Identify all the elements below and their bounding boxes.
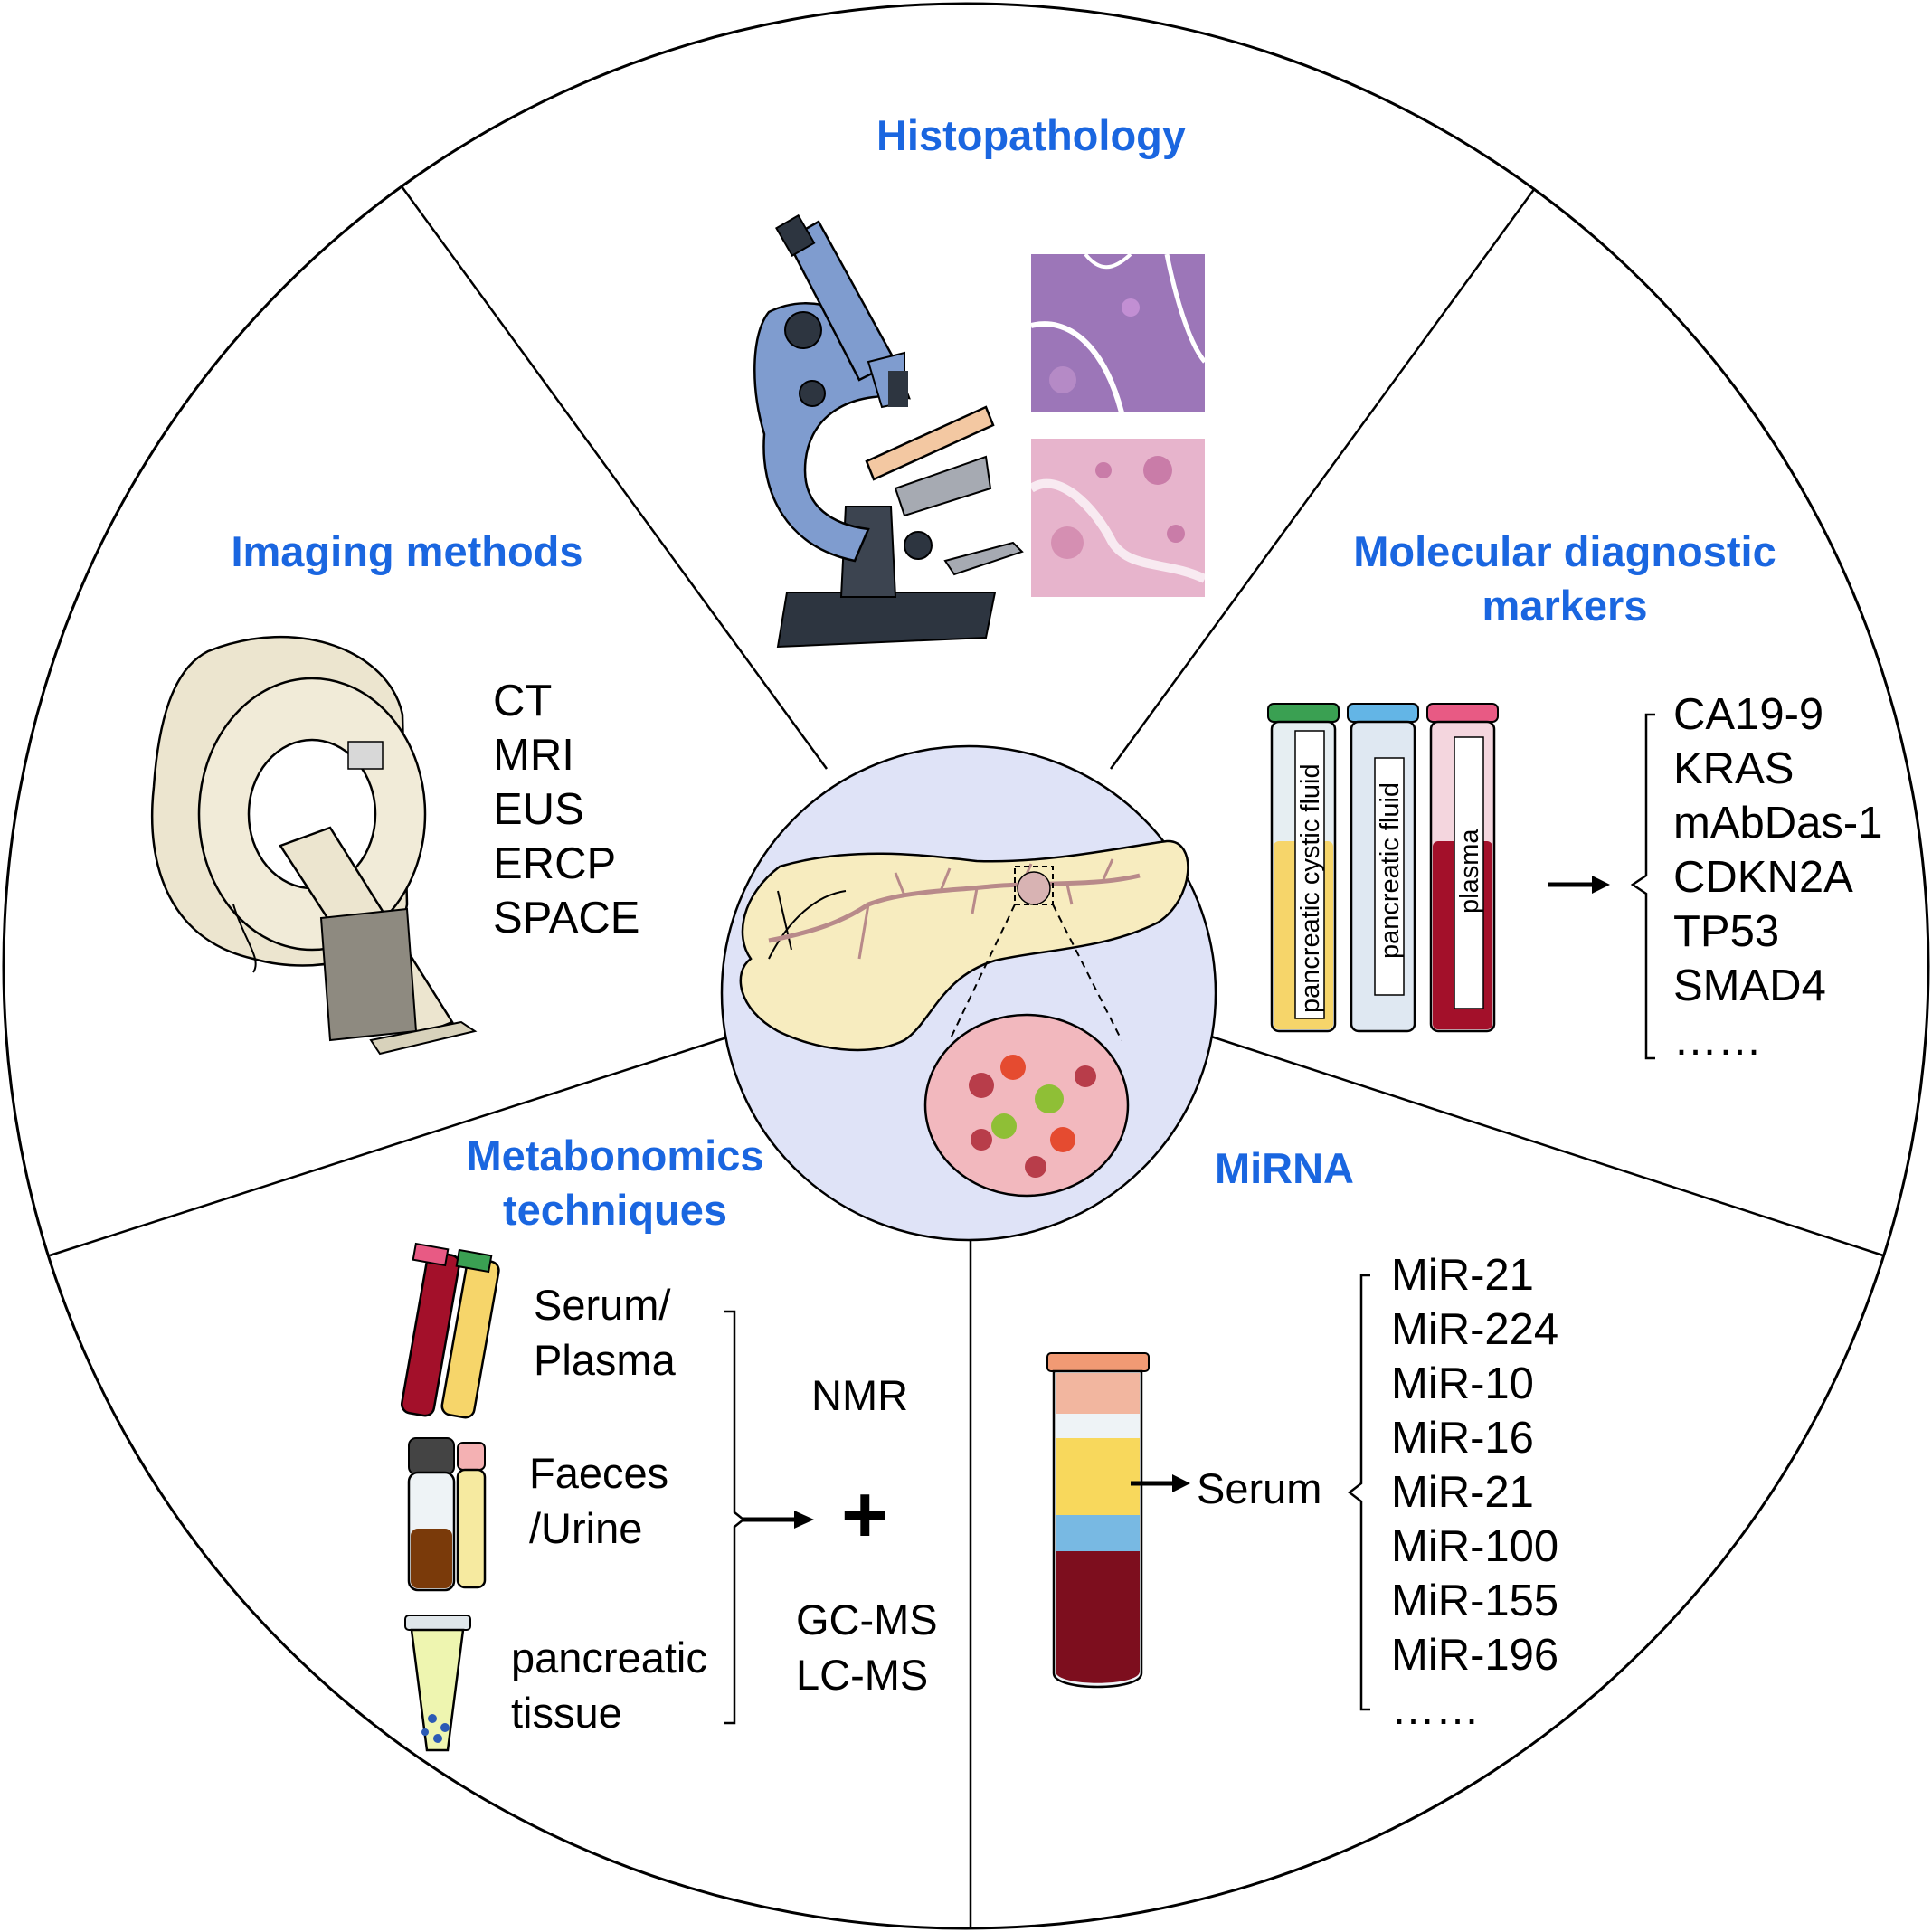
mirna-item: MiR-196 [1391, 1631, 1559, 1680]
histology-images [1031, 254, 1205, 597]
metabonomics-title-line1: Metabonomics [466, 1132, 764, 1179]
sample-pancreatic-tissue: pancreatic tissue [511, 1630, 707, 1740]
imaging-item: ERCP [493, 839, 617, 888]
metabonomics-samples [400, 1242, 814, 1752]
sample-serum-plasma: Serum/ Plasma [534, 1277, 676, 1387]
sample-line: /Urine [529, 1504, 643, 1552]
pancreas-illustration [720, 744, 1217, 1242]
imaging-title: Imaging methods [231, 527, 583, 575]
imaging-item: CT [493, 677, 553, 725]
mri-scanner-illustration [150, 635, 478, 1056]
marker-item: …… [1673, 1016, 1762, 1065]
method-gc-lc-ms: GC-MS LC-MS [796, 1592, 938, 1702]
sample-line: Serum/ [534, 1281, 671, 1329]
tube-label-pancreatic-fluid: pancreatic fluid [1376, 782, 1405, 959]
imaging-item: MRI [493, 731, 574, 780]
plus-sign: + [841, 1470, 889, 1560]
mirna-item: MiR-224 [1391, 1305, 1559, 1354]
method-nmr: NMR [811, 1371, 909, 1419]
mirna-item: MiR-21 [1391, 1468, 1534, 1517]
method-line: GC-MS [796, 1596, 938, 1643]
histopathology-title: Histopathology [876, 111, 1187, 159]
molecular-title-line2: markers [1482, 582, 1648, 630]
molecular-markers-list: CA19-9 KRAS mAbDas-1 CDKN2A TP53 SMAD4 …… [1673, 687, 1882, 1067]
metabonomics-title-line2: techniques [502, 1186, 728, 1234]
molecular-title: Molecular diagnostic markers [1321, 525, 1809, 633]
molecular-tubes [1267, 703, 1655, 1060]
tube-label-cystic-fluid: pancreatic cystic fluid [1296, 763, 1325, 1013]
molecular-title-line1: Molecular diagnostic [1353, 527, 1776, 575]
marker-item: CA19-9 [1673, 690, 1824, 739]
marker-item: CDKN2A [1673, 853, 1853, 902]
marker-item: SMAD4 [1673, 961, 1826, 1010]
mirna-item: MiR-16 [1391, 1414, 1534, 1463]
imaging-item: SPACE [493, 894, 640, 942]
tube-label-plasma: plasma [1455, 829, 1484, 914]
mirna-item: …… [1391, 1685, 1480, 1734]
sample-line: Faeces [529, 1449, 669, 1497]
marker-item: KRAS [1673, 744, 1795, 793]
marker-item: mAbDas-1 [1673, 799, 1883, 848]
method-line: LC-MS [796, 1651, 929, 1699]
sample-faeces-urine: Faeces /Urine [529, 1445, 668, 1556]
sample-line: pancreatic [511, 1634, 707, 1681]
serum-label: Serum [1197, 1464, 1322, 1512]
sample-line: Plasma [534, 1336, 676, 1384]
mirna-list: MiR-21 MiR-224 MiR-10 MiR-16 MiR-21 MiR-… [1391, 1248, 1558, 1737]
imaging-methods-list: CT MRI EUS ERCP SPACE [493, 674, 639, 945]
mirna-item: MiR-100 [1391, 1522, 1559, 1571]
marker-item: TP53 [1673, 907, 1780, 956]
metabonomics-title: Metabonomics techniques [425, 1129, 805, 1237]
mirna-item: MiR-10 [1391, 1359, 1534, 1408]
imaging-item: EUS [493, 785, 584, 834]
serum-tube [1046, 1274, 1370, 1711]
mirna-item: MiR-155 [1391, 1577, 1559, 1625]
sample-line: tissue [511, 1689, 622, 1737]
mirna-title: MiRNA [1214, 1144, 1355, 1192]
mirna-item: MiR-21 [1391, 1251, 1534, 1300]
microscope-illustration [753, 213, 1024, 649]
